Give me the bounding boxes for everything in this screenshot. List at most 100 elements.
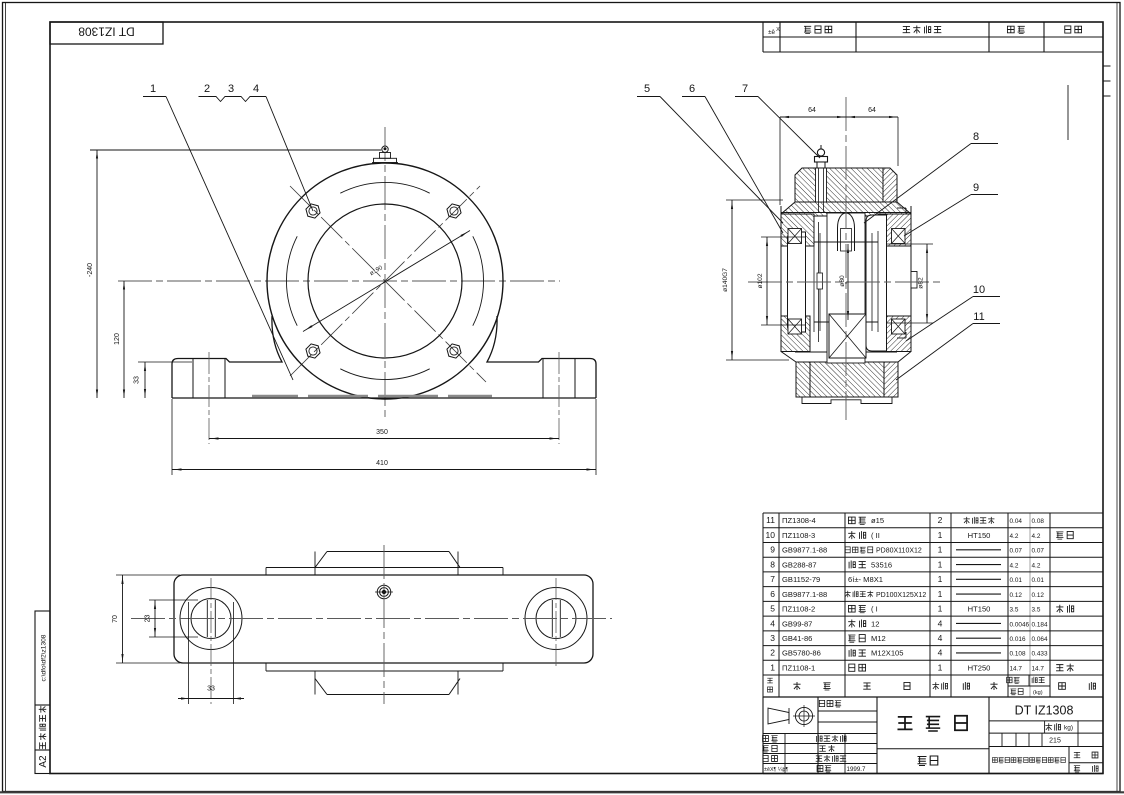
svg-text:1999.7: 1999.7 [847, 766, 866, 773]
svg-text:GB9877.1-88: GB9877.1-88 [782, 546, 827, 555]
svg-text:1: 1 [938, 604, 943, 614]
svg-text:4: 4 [770, 618, 775, 628]
svg-text:8: 8 [770, 559, 775, 569]
svg-text:0.016: 0.016 [1010, 636, 1026, 643]
svg-text:HT250: HT250 [968, 663, 991, 672]
svg-text:ø140G7: ø140G7 [722, 268, 729, 292]
svg-text:410: 410 [376, 460, 388, 467]
svg-text:ΠZ1108-3: ΠZ1108-3 [782, 531, 815, 540]
svg-text:-240: -240 [87, 263, 94, 277]
svg-text:4.2: 4.2 [1010, 562, 1019, 569]
svg-text:9: 9 [973, 182, 979, 194]
svg-text:14.7: 14.7 [1010, 665, 1023, 672]
svg-text:215: 215 [1049, 738, 1061, 745]
svg-text:10: 10 [766, 530, 776, 540]
svg-text:33: 33 [207, 686, 215, 693]
svg-text:9: 9 [770, 545, 775, 555]
svg-text:ΠZ1308-4: ΠZ1308-4 [782, 516, 816, 525]
svg-text:53516: 53516 [871, 560, 892, 569]
svg-text:2: 2 [204, 83, 210, 95]
svg-text:3.5: 3.5 [1010, 607, 1019, 614]
svg-text:ø80: ø80 [839, 275, 846, 287]
svg-text:0.04: 0.04 [1010, 518, 1023, 525]
svg-text:1: 1 [150, 83, 156, 95]
svg-text:PD80X110X12: PD80X110X12 [876, 548, 922, 555]
svg-text:0.07: 0.07 [1032, 548, 1045, 555]
svg-text:X: X [776, 27, 780, 33]
svg-text:±êX¶ ¼þ¶: ±êX¶ ¼þ¶ [764, 767, 788, 773]
svg-text:ø102: ø102 [757, 273, 764, 288]
svg-text:2: 2 [938, 515, 943, 525]
svg-text:11: 11 [973, 311, 984, 323]
svg-text:1: 1 [938, 545, 943, 555]
svg-text:GB41-86: GB41-86 [782, 634, 812, 643]
svg-text:GB288-87: GB288-87 [782, 560, 817, 569]
svg-text:12: 12 [871, 619, 879, 628]
svg-text:14.7: 14.7 [1032, 665, 1045, 672]
svg-text:5: 5 [770, 604, 775, 614]
svg-text:4.2: 4.2 [1010, 533, 1019, 540]
svg-text:kg): kg) [1064, 725, 1073, 732]
svg-text:11: 11 [766, 515, 775, 525]
svg-text:±ê: ±ê [768, 29, 775, 36]
svg-text:64: 64 [868, 107, 876, 114]
svg-text:4.2: 4.2 [1032, 533, 1041, 540]
svg-text:0.064: 0.064 [1032, 636, 1048, 643]
svg-text:6: 6 [770, 589, 775, 599]
svg-text:1: 1 [938, 589, 943, 599]
svg-text:7: 7 [770, 574, 775, 584]
svg-text:0.01: 0.01 [1032, 577, 1045, 584]
svg-text:ø15: ø15 [871, 516, 884, 525]
svg-text:HT150: HT150 [968, 531, 991, 540]
svg-text:23: 23 [145, 615, 152, 623]
svg-text:0.108: 0.108 [1010, 651, 1026, 658]
svg-text:0.12: 0.12 [1010, 592, 1023, 599]
svg-text:ø82: ø82 [918, 277, 925, 289]
svg-text:4: 4 [938, 648, 943, 658]
svg-text:4: 4 [938, 633, 943, 643]
svg-text:120: 120 [114, 333, 121, 345]
svg-text:0.12: 0.12 [1032, 592, 1045, 599]
svg-text:4: 4 [938, 618, 943, 628]
svg-text:1: 1 [938, 559, 943, 569]
svg-text:( II: ( II [871, 531, 880, 540]
svg-text:2: 2 [770, 648, 775, 658]
svg-text:1: 1 [938, 530, 943, 540]
svg-text:0.433: 0.433 [1032, 651, 1048, 658]
svg-text:( I: ( I [871, 605, 878, 614]
svg-text:64: 64 [808, 107, 816, 114]
svg-text:4.2: 4.2 [1032, 562, 1041, 569]
svg-text:GB1152-79: GB1152-79 [782, 575, 820, 584]
svg-text:350: 350 [376, 429, 388, 436]
svg-text:3: 3 [770, 633, 775, 643]
svg-text:6í±- M8X1: 6í±- M8X1 [848, 575, 883, 584]
svg-text:1: 1 [938, 574, 943, 584]
svg-text:(kg): (kg) [1033, 690, 1043, 696]
svg-text:0.01: 0.01 [1010, 577, 1023, 584]
svg-text:7: 7 [742, 83, 748, 95]
svg-text:GB5780-86: GB5780-86 [782, 649, 821, 658]
svg-text:10: 10 [973, 284, 985, 296]
svg-text:ΠZ1108-1: ΠZ1108-1 [782, 663, 815, 672]
svg-text:GB99-87: GB99-87 [782, 619, 812, 628]
svg-text:1: 1 [938, 662, 943, 672]
svg-text:3.5: 3.5 [1032, 607, 1041, 614]
svg-text:8: 8 [973, 131, 979, 143]
svg-text:4: 4 [253, 83, 259, 95]
svg-text:3: 3 [228, 83, 234, 95]
svg-text:A2: A2 [38, 755, 49, 768]
svg-text:70: 70 [112, 615, 119, 623]
svg-text:6: 6 [689, 83, 695, 95]
svg-text:0.0046: 0.0046 [1010, 621, 1030, 628]
svg-text:0.07: 0.07 [1010, 548, 1023, 555]
svg-text:M12X105: M12X105 [871, 649, 904, 658]
svg-text:5: 5 [644, 83, 650, 95]
svg-text:DT IZ1308: DT IZ1308 [1015, 704, 1074, 718]
svg-text:PD100X125X12: PD100X125X12 [876, 592, 926, 599]
svg-text:M12: M12 [871, 634, 886, 643]
svg-text:33: 33 [134, 376, 141, 384]
svg-text:HT150: HT150 [968, 605, 991, 614]
svg-text:0.184: 0.184 [1032, 621, 1048, 628]
svg-text:ΠZ1108-2: ΠZ1108-2 [782, 605, 815, 614]
svg-text:DT IZ1308: DT IZ1308 [78, 25, 135, 39]
